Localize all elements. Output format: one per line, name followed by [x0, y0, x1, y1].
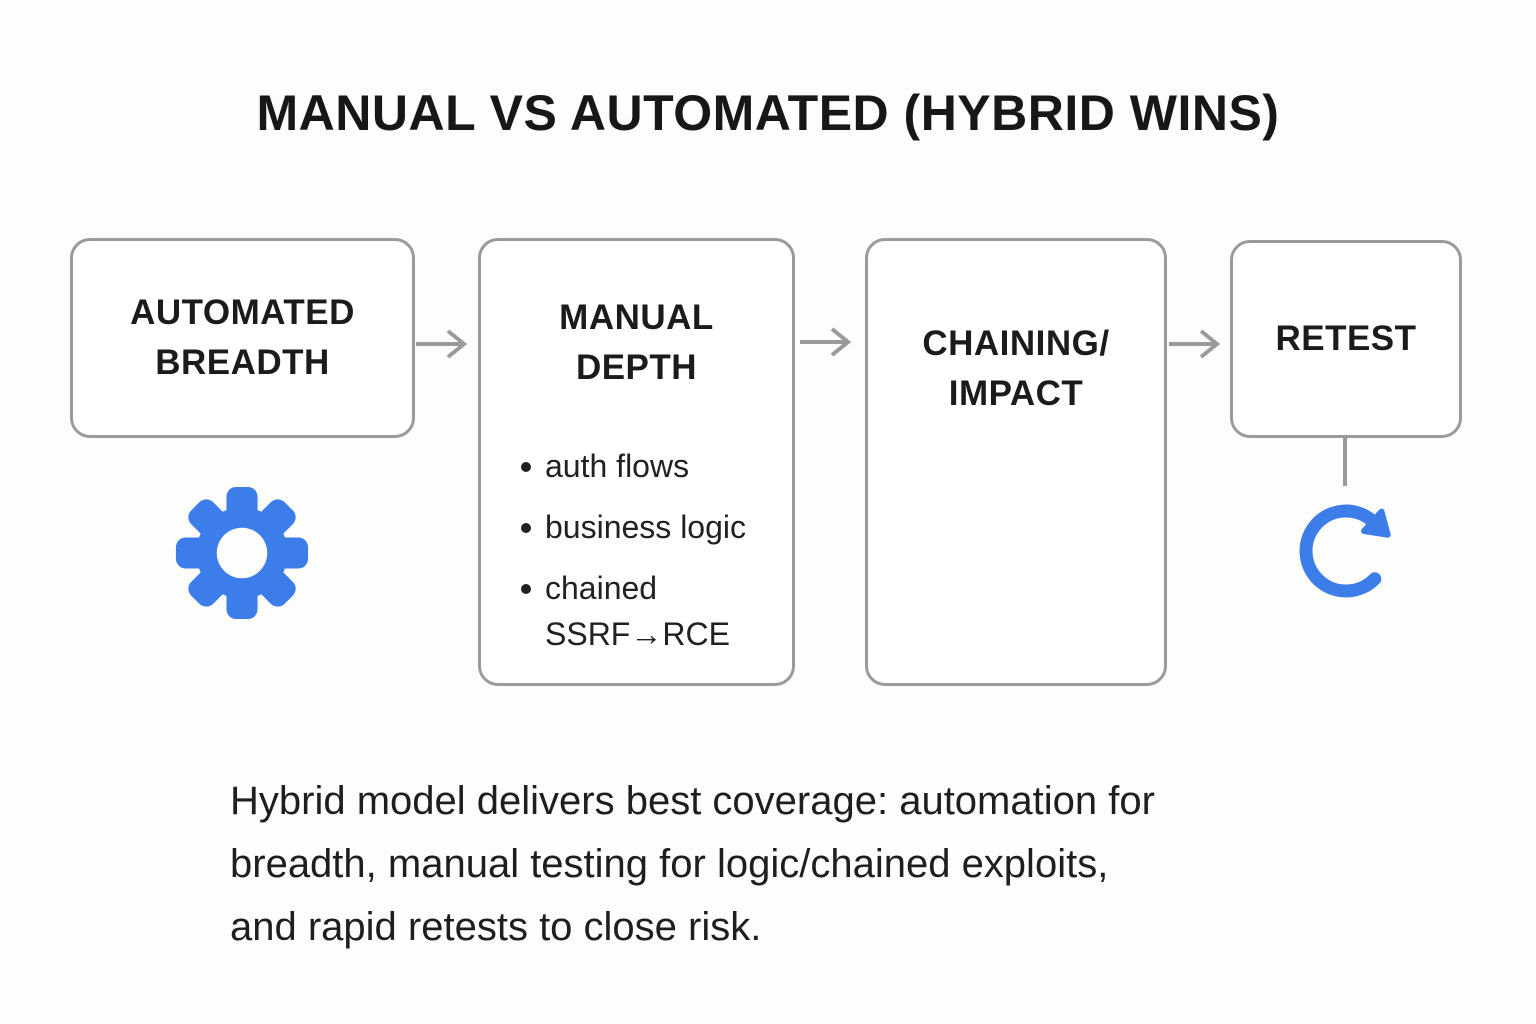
- box-title-manual-depth: MANUAL DEPTH: [559, 298, 714, 387]
- list-item: chained SSRF→RCE: [521, 565, 782, 657]
- footer-caption: Hybrid model delivers best coverage: aut…: [230, 770, 1155, 959]
- footer-line: Hybrid model delivers best coverage: aut…: [230, 779, 1155, 823]
- retest-connector-line: [1343, 438, 1347, 486]
- list-item: auth flows: [521, 443, 782, 489]
- flow-box-manual-depth: MANUAL DEPTH auth flows business logic c…: [478, 238, 795, 686]
- page-title: MANUAL VS AUTOMATED (HYBRID WINS): [256, 85, 1280, 141]
- flow-box-automated-breadth: AUTOMATED BREADTH: [70, 238, 415, 438]
- flow-box-chaining-impact: CHAINING/ IMPACT: [865, 238, 1167, 686]
- list-item: business logic: [521, 504, 782, 550]
- manual-depth-bullet-list: auth flows business logic chained SSRF→R…: [481, 443, 792, 657]
- box-title-automated-breadth: AUTOMATED BREADTH: [130, 293, 355, 382]
- flow-box-retest: RETEST: [1230, 240, 1462, 438]
- flow-arrow-1: [416, 329, 468, 359]
- flow-arrow-3: [1169, 329, 1221, 359]
- refresh-icon: [1290, 494, 1402, 611]
- bullet-label: chained SSRF→RCE: [545, 570, 730, 652]
- bullet-dot: [521, 462, 531, 472]
- footer-line: and rapid retests to close risk.: [230, 905, 762, 949]
- footer-line: breadth, manual testing for logic/chaine…: [230, 842, 1109, 886]
- flow-arrow-2: [800, 327, 852, 357]
- bullet-dot: [521, 584, 531, 594]
- bullet-dot: [521, 523, 531, 533]
- box-title-retest: RETEST: [1275, 319, 1417, 358]
- bullet-label: auth flows: [545, 448, 690, 484]
- gear-icon: [174, 485, 310, 626]
- box-title-chaining-impact: CHAINING/ IMPACT: [922, 324, 1110, 413]
- bullet-label: business logic: [545, 509, 746, 545]
